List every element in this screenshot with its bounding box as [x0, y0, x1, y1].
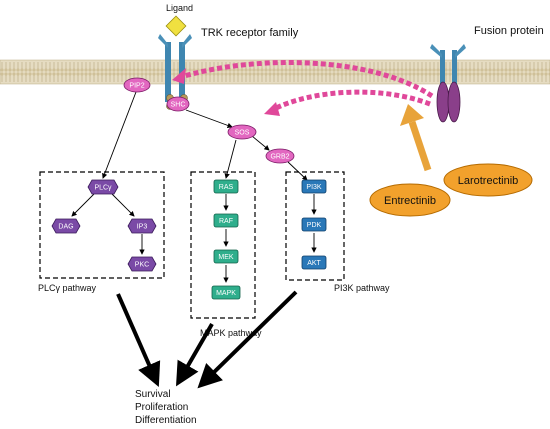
ras-node — [213, 179, 239, 194]
pi3k-pathway-box — [285, 171, 345, 281]
pip2-node — [123, 77, 151, 93]
pkc-label: PKC — [135, 262, 149, 269]
shc-node — [166, 96, 190, 112]
ip3-label: IP3 — [137, 224, 148, 231]
fusion-to-pip2-arrow — [177, 60, 434, 99]
grb2-node — [265, 148, 295, 164]
mapk-pathway-label: MAPK pathway — [200, 328, 262, 338]
fusion-to-shc-arrow — [270, 89, 431, 113]
larotrectinib-label: Larotrectinib — [458, 175, 519, 187]
entrectinib-label: Entrectinib — [384, 195, 436, 207]
akt-node — [301, 255, 327, 270]
mapk-to-outcome-arrow — [176, 323, 214, 387]
mek-node — [213, 249, 239, 264]
pip2-label: PIP2 — [129, 83, 144, 90]
plcg-label: PLCγ — [94, 185, 112, 192]
pi3k-pathway-label: PI3K pathway — [334, 283, 390, 293]
entrectinib-oval — [369, 183, 451, 217]
outcome-proliferation: Proliferation — [135, 402, 188, 413]
pdk-label: PDK — [307, 222, 322, 229]
raf-node — [213, 213, 239, 228]
pkc-node — [127, 256, 157, 272]
plcg-node — [87, 179, 119, 195]
ligand-diamond — [165, 15, 187, 37]
outcome-survival: Survival — [135, 389, 171, 400]
sos-label: SOS — [235, 130, 250, 137]
raf-label: RAF — [219, 218, 233, 225]
ligand-label: Ligand — [166, 3, 193, 13]
outcome-differentiation: Differentiation — [135, 415, 197, 426]
shc-label: SHC — [171, 102, 186, 109]
mapk-node — [211, 285, 241, 300]
fusion-protein — [430, 44, 466, 123]
pip2-to-plcg-arrow — [102, 91, 137, 179]
grb2-to-pi3k-arrow — [287, 161, 308, 181]
mapk-label: MAPK — [216, 290, 236, 297]
plcg-pathway-box — [39, 171, 165, 279]
plcg-pathway-label: PLCγ pathway — [38, 283, 97, 293]
pi3k-to-outcome-arrow — [197, 290, 298, 389]
dag-node — [51, 218, 81, 234]
sos-to-grb2-arrow — [251, 135, 270, 151]
fusion-protein-label: Fusion protein — [474, 25, 544, 37]
dag-label: DAG — [58, 224, 73, 231]
pdk-node — [301, 217, 327, 232]
ip3-node — [127, 218, 157, 234]
trk-family-label: TRK receptor family — [201, 27, 299, 39]
mapk-pathway-box — [190, 171, 256, 319]
mek-label: MEK — [218, 254, 234, 261]
sos-node — [227, 124, 257, 140]
shc-to-sos-arrow — [185, 109, 233, 128]
pi3k-label: PI3K — [306, 184, 322, 191]
ras-label: RAS — [219, 184, 234, 191]
drug-inhibition-arrow — [408, 120, 432, 172]
grb2-label: GRB2 — [270, 154, 289, 161]
akt-label: AKT — [307, 260, 321, 267]
plcg-to-outcome-arrow — [116, 293, 161, 387]
pi3k-node — [301, 179, 327, 194]
larotrectinib-oval — [443, 163, 533, 197]
